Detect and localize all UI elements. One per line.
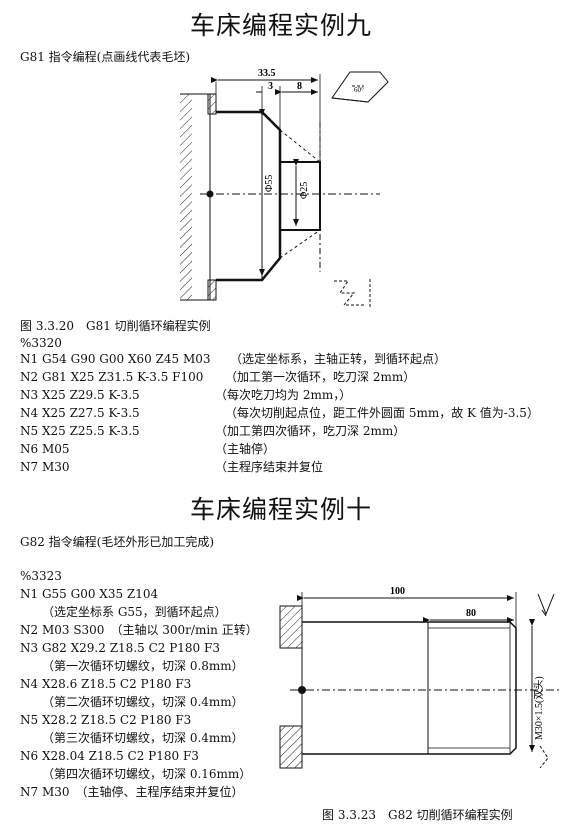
code-comment: （第三次循环切螺纹，切深 0.4mm） xyxy=(42,731,244,745)
code-line: N4 X25 Z27.5 K-3.5 xyxy=(20,406,140,420)
code-comment: （第四次循环切螺纹，切深 0.16mm） xyxy=(42,767,252,781)
thread-label: M30×1.5(双头) xyxy=(533,676,545,740)
dim-a: 3 xyxy=(268,81,273,92)
code-line: N5 X25 Z25.5 K-3.5 xyxy=(20,424,140,438)
code-comment: （加工第一次循环，吃刀深 2mm） xyxy=(225,370,416,384)
example9-figure: Φ55 Φ25 33.5 3 8 xyxy=(180,68,380,301)
code-comment: （选定坐标系 G55，到循环起点） xyxy=(42,605,227,619)
dim-total: 100 xyxy=(390,586,405,597)
code-comment: （每次吃刀均为 2mm，） xyxy=(215,388,352,402)
cutting-tool-icon: 60° xyxy=(331,71,389,103)
example10-figure: 100 80 M30×1.5(双头) xyxy=(279,586,560,769)
code-line: N7 M30 xyxy=(20,460,70,474)
code-comment: （主轴停） xyxy=(215,442,276,456)
example9-title: 车床编程实例九 xyxy=(190,11,373,40)
code-comment: （加工第四次循环，吃刀深 2mm） xyxy=(215,424,406,438)
example9-program-no: %3320 xyxy=(20,336,62,350)
code-comment: （每次切削起点位，距工件外圆面 5mm，故 K 值为-3.5） xyxy=(225,406,539,420)
program-number: %3323 xyxy=(20,569,62,583)
svg-text:60°: 60° xyxy=(354,86,364,94)
code-line: N2 G81 X25 Z31.5 K-3.5 F100 xyxy=(20,370,204,384)
code-line: N2 M03 S300 （主轴以 300r/min 正转） xyxy=(20,623,258,637)
code-line: N1 G55 G00 X35 Z104 xyxy=(20,587,159,601)
example9-caption: 图 3.3.20 G81 切削循环编程实例 xyxy=(20,319,211,333)
dia-small-label: Φ25 xyxy=(299,182,310,199)
code-comment: （第一次循环切螺纹，切深 0.8mm） xyxy=(42,659,244,673)
code-line: N1 G54 G90 G00 X60 Z45 M03 xyxy=(20,352,211,366)
code-line: N6 X28.04 Z18.5 C2 P180 F3 xyxy=(20,749,199,763)
code-comment: （选定坐标系，主轴正转，到循环起点） xyxy=(230,352,447,366)
workpiece-large xyxy=(216,110,282,282)
code-comment: （主程序结束并复位 xyxy=(215,460,324,474)
example10-program: %3323 N1 G55 G00 X35 Z104 （选定坐标系 G55，到循环… xyxy=(20,567,290,799)
example10-title: 车床编程实例十 xyxy=(190,495,373,524)
example9-subtitle: G81 指令编程(点画线代表毛坯) xyxy=(20,50,191,64)
threaded-workpiece xyxy=(302,621,517,755)
dim-total: 33.5 xyxy=(258,68,276,79)
code-line: N5 X28.2 Z18.5 C2 P180 F3 xyxy=(20,713,192,727)
dia-large-label: Φ55 xyxy=(264,175,275,192)
code-line: N3 X25 Z29.5 K-3.5 xyxy=(20,388,140,402)
dim-b: 8 xyxy=(297,81,302,92)
tool-path-icon xyxy=(334,279,371,309)
code-line: N6 M05 xyxy=(20,442,70,456)
code-line: N7 M30 （主轴停、主程序结束并复位） xyxy=(20,785,244,799)
code-line: N3 G82 X29.2 Z18.5 C2 P180 F3 xyxy=(20,641,220,655)
code-line: N4 X28.6 Z18.5 C2 P180 F3 xyxy=(20,677,192,691)
example10-subtitle: G82 指令编程(毛坯外形已加工完成) xyxy=(20,535,215,549)
example10-caption: 图 3.3.23 G82 切削循环编程实例 xyxy=(322,808,513,822)
example9-program: N1 G54 G90 G00 X60 Z45 M03 （选定坐标系，主轴正转，到… xyxy=(20,350,570,480)
code-comment: （第二次循环切螺纹，切深 0.4mm） xyxy=(42,695,244,709)
dim-thread: 80 xyxy=(466,608,476,619)
